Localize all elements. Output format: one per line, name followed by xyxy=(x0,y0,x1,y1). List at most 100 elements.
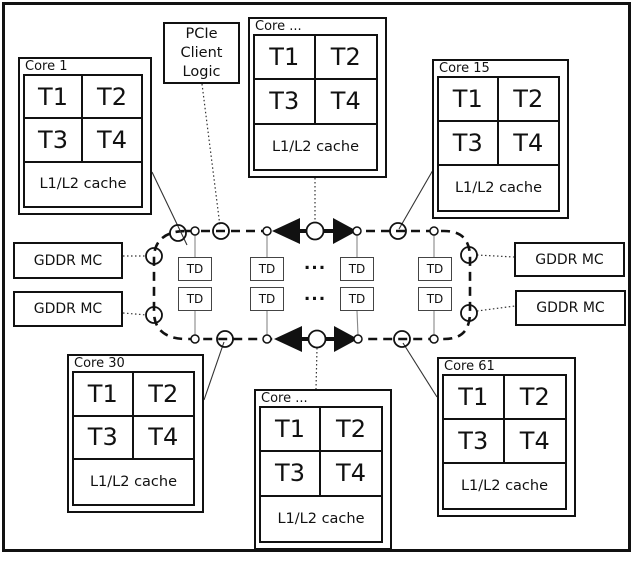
ring-stop-core61 xyxy=(393,330,411,348)
arrow-left-head xyxy=(272,218,300,244)
connector-pcie-ring xyxy=(201,83,221,227)
ring-stops xyxy=(145,222,478,348)
arrow-center-node-top xyxy=(305,221,325,241)
thread-cell: T4 xyxy=(504,420,565,464)
dotted-connectors xyxy=(122,83,516,390)
cache-cell: L1/L2 cache xyxy=(277,510,365,527)
arrow-left-head xyxy=(274,326,302,352)
td-links xyxy=(194,235,435,336)
td-link xyxy=(356,310,359,336)
cache-cell: L1/L2 cache xyxy=(454,180,543,196)
thread-cell: T4 xyxy=(498,122,558,166)
tag-directory-box: TD xyxy=(418,257,452,281)
thread-cell: T3 xyxy=(439,122,499,166)
connector-gddr-right-bottom-ring xyxy=(476,305,516,312)
thread-cell: T1 xyxy=(261,408,321,453)
gddr-mc-right-bottom: GDDR MC xyxy=(515,290,626,326)
td-row-ellipsis: ... xyxy=(303,254,327,274)
thread-cell: T4 xyxy=(133,417,193,461)
core-thread-grid: T1 T2 T3 T4 L1/L2 cache xyxy=(437,76,560,212)
thread-cell: T2 xyxy=(498,78,558,122)
thread-cell: T4 xyxy=(83,119,141,163)
core-node-core-15: Core 15 T1 T2 T3 T4 L1/L2 cache xyxy=(432,59,569,219)
connector-core1-ring xyxy=(151,171,188,246)
ring-stop-gddr-right-bottom xyxy=(460,304,478,322)
arrow-center-node-bottom xyxy=(307,329,327,349)
gddr-mc-left-bottom: GDDR MC xyxy=(13,291,123,327)
thread-cell: T2 xyxy=(83,76,141,120)
core-node-core-1: Core 1 T1 T2 T3 T4 L1/L2 cache xyxy=(18,57,152,215)
core-label: Core 15 xyxy=(439,61,490,76)
core-node-core-30: Core 30 T1 T2 T3 T4 L1/L2 cache xyxy=(67,354,204,513)
core-thread-grid: T1 T2 T3 T4 L1/L2 cache xyxy=(442,374,567,510)
pcie-client-logic-box: PCIe Client Logic xyxy=(163,22,240,84)
thread-cell: T2 xyxy=(321,408,381,453)
cache-cell: L1/L2 cache xyxy=(271,138,360,155)
td-junction xyxy=(262,334,272,344)
tag-directory-box: TD xyxy=(340,287,374,311)
thread-cell: T1 xyxy=(74,373,134,417)
td-junction xyxy=(352,226,362,236)
cache-cell: L1/L2 cache xyxy=(39,176,127,193)
thread-cell: T2 xyxy=(315,36,376,81)
core-thread-grid: T1 T2 T3 T4 L1/L2 cache xyxy=(72,371,195,506)
thread-cell: T1 xyxy=(439,78,499,122)
pcie-line: Logic xyxy=(182,63,221,80)
ring-stop-gddr-left-top xyxy=(145,247,163,265)
tag-directory-box: TD xyxy=(178,257,212,281)
thread-cell: T3 xyxy=(261,452,321,497)
core-label: Core ... xyxy=(255,19,302,34)
cache-cell: L1/L2 cache xyxy=(89,474,178,491)
core-thread-grid: T1 T2 T3 T4 L1/L2 cache xyxy=(259,406,383,543)
ring-stop-pcie xyxy=(212,222,230,240)
ring-stop-core15 xyxy=(389,222,407,240)
thread-cell: T1 xyxy=(255,36,316,81)
core-label: Core ... xyxy=(261,391,308,406)
core-thread-grid: T1 T2 T3 T4 L1/L2 cache xyxy=(23,74,143,208)
thread-cell: T2 xyxy=(504,376,565,420)
td-junction-nodes xyxy=(190,226,439,344)
gddr-mc-left-top: GDDR MC xyxy=(13,242,123,279)
thread-cell: T4 xyxy=(315,80,376,125)
thread-cell: T2 xyxy=(133,373,193,417)
thread-cell: T3 xyxy=(25,119,83,163)
ring-stop-core1 xyxy=(169,224,187,242)
cache-cell: L1/L2 cache xyxy=(460,478,549,494)
ring-stop-gddr-left-bottom xyxy=(145,306,163,324)
connector-core15-ring xyxy=(398,169,434,230)
tag-directory-box: TD xyxy=(250,287,284,311)
connector-gddr-right-top-ring xyxy=(476,254,515,258)
td-junction xyxy=(429,334,439,344)
td-row-ellipsis: ... xyxy=(303,285,327,305)
arrow-right-head xyxy=(334,326,358,352)
ring-stop-gddr-right-top xyxy=(460,246,478,264)
td-junction xyxy=(190,226,200,236)
core-node-top-middle: Core ... T1 T2 T3 T4 L1/L2 cache xyxy=(248,17,387,178)
core-node-core-61: Core 61 T1 T2 T3 T4 L1/L2 cache xyxy=(437,357,576,517)
core-label: Core 30 xyxy=(74,356,125,371)
core-label: Core 1 xyxy=(25,59,68,74)
core-node-bottom-middle: Core ... T1 T2 T3 T4 L1/L2 cache xyxy=(254,389,392,550)
pcie-line: Client xyxy=(180,44,223,61)
thread-cell: T4 xyxy=(321,452,381,497)
gddr-mc-right-top: GDDR MC xyxy=(514,242,625,277)
tag-directory-box: TD xyxy=(418,287,452,311)
thread-cell: T3 xyxy=(74,416,134,461)
arrow-right-head xyxy=(333,218,357,244)
core-label: Core 61 xyxy=(444,359,495,374)
td-junction xyxy=(190,334,200,344)
core-thread-grid: T1 T2 T3 T4 L1/L2 cache xyxy=(253,34,378,171)
figure-border xyxy=(2,2,631,552)
pcie-line: PCIe xyxy=(185,25,218,42)
tag-directory-box: TD xyxy=(250,257,284,281)
thread-cell: T1 xyxy=(444,376,505,420)
td-junction xyxy=(262,226,272,236)
connector-core-bottom-middle-ring xyxy=(315,347,318,390)
thread-cell: T1 xyxy=(25,76,83,120)
thread-cell: T3 xyxy=(444,420,505,464)
connector-core61-ring xyxy=(402,342,438,398)
connector-core30-ring xyxy=(203,341,225,401)
connector-gddr-left-bottom-ring xyxy=(122,312,148,316)
